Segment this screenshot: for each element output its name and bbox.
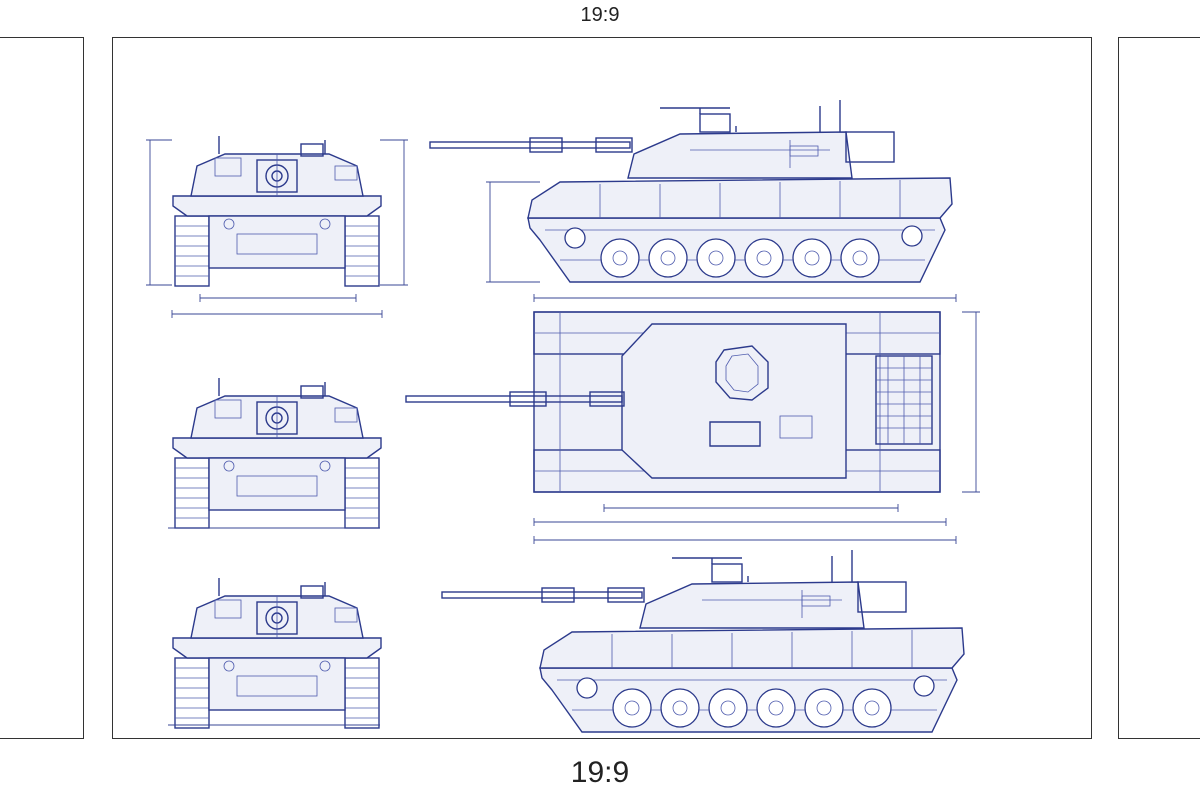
left-partial-frame	[0, 37, 84, 739]
aspect-ratio-label-top: 19:9	[580, 4, 620, 26]
side-view-bottom	[441, 549, 965, 733]
front-view-dimensions	[146, 139, 408, 726]
top-view	[405, 311, 980, 544]
front-view-top	[172, 135, 382, 287]
aspect-ratio-label-bottom: 19:9	[570, 756, 630, 789]
front-view-bottom	[172, 577, 382, 729]
side-view-top-dimensions	[486, 181, 957, 302]
side-view-top	[429, 99, 953, 283]
right-partial-frame	[1118, 37, 1200, 739]
front-view-middle	[172, 377, 382, 529]
